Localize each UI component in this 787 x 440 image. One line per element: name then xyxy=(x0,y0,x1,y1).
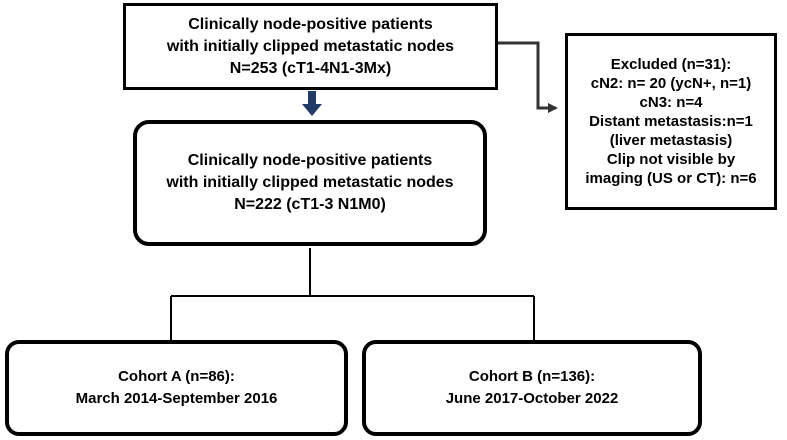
excluded-line-1: Excluded (n=31): xyxy=(610,56,732,73)
included-line-3: N=222 (cT1-3 N1M0) xyxy=(234,196,386,213)
down-arrow-icon xyxy=(302,91,322,116)
enrolled-patients-box: Clinically node-positive patients with i… xyxy=(123,3,498,90)
excluded-line-7: imaging (US or CT): n=6 xyxy=(585,170,757,187)
enrolled-line-1: Clinically node-positive patients xyxy=(188,15,433,33)
cohort-a-title: Cohort A (n=86): xyxy=(118,368,235,385)
included-line-1: Clinically node-positive patients xyxy=(187,152,433,169)
enrolled-line-2: with initially clipped metastatic nodes xyxy=(166,37,455,55)
excluded-patients-box: Excluded (n=31): cN2: n= 20 (ycN+, n=1) … xyxy=(565,33,777,210)
included-line-2: with initially clipped metastatic nodes xyxy=(166,174,454,191)
excluded-line-6: Clip not visible by xyxy=(606,151,736,168)
excluded-line-3: cN3: n=4 xyxy=(639,94,703,111)
cohort-a-box: Cohort A (n=86): March 2014-September 20… xyxy=(5,340,348,436)
exclusion-connector xyxy=(498,41,558,113)
enrolled-line-3: N=253 (cT1-4N1-3Mx) xyxy=(229,59,392,77)
cohort-a-period: March 2014-September 2016 xyxy=(75,390,278,407)
excluded-line-5: (liver metastasis) xyxy=(609,132,733,149)
included-patients-box: Clinically node-positive patients with i… xyxy=(133,120,487,246)
excluded-line-2: cN2: n= 20 (ycN+, n=1) xyxy=(590,75,752,92)
cohort-split-connector xyxy=(170,248,535,340)
excluded-line-4: Distant metastasis:n=1 xyxy=(589,113,753,130)
cohort-b-box: Cohort B (n=136): June 2017-October 2022 xyxy=(362,340,702,436)
cohort-b-title: Cohort B (n=136): xyxy=(468,368,596,385)
cohort-b-period: June 2017-October 2022 xyxy=(445,390,619,407)
